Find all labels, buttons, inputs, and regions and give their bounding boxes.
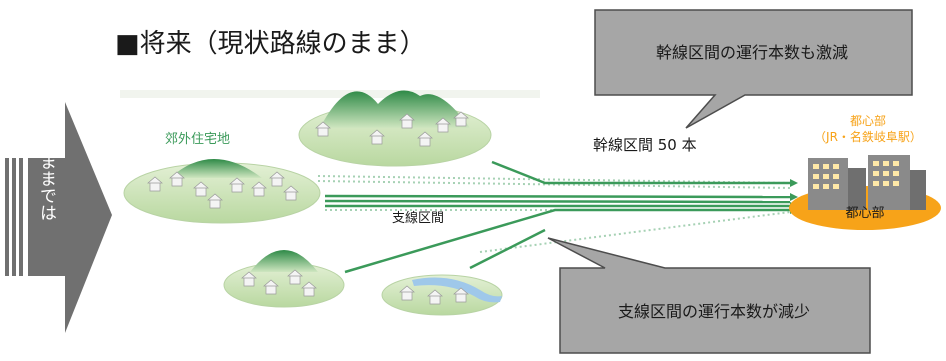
branch-label: 支線区間 [392,210,444,226]
hill-town-lower-left [223,250,345,308]
mountain-shape [320,90,470,128]
building-icons [808,155,926,210]
house-icons [147,171,299,209]
house-icons [241,269,317,297]
hill-town-upper [298,90,492,167]
route-lines [324,160,791,274]
callout-bottom-text: 支線区間の運行本数が減少 [618,302,810,321]
callout-top-text: 幹線区間の運行本数も激減 [656,43,848,62]
page-title: ■将来（現状路線のまま） [115,29,426,59]
river-town [381,274,503,316]
route-line-suburb-2 [324,199,791,204]
route-line-suburb-1 [324,194,791,199]
route-line-river [469,228,546,270]
city-center: 都心部 （JR・名鉄岐阜駅） 都心部 [789,113,941,230]
center-label-line2: （JR・名鉄岐阜駅） [814,129,922,144]
center-label-line1: 都心部 [850,113,886,128]
route-line-lower-left [344,208,790,274]
mountain-shape [170,159,262,178]
house-icons [399,285,469,305]
callout-top: 幹線区間の運行本数も激減 [594,9,913,129]
center-base-label: 都心部 [845,206,884,221]
background-band [120,90,540,98]
right-arrow-shape [28,102,112,333]
mountain-shape [250,250,318,272]
house-icons [315,111,469,147]
river-shape [412,277,502,303]
trunk-label: 幹線区間 50 本 [593,136,697,154]
callout-bottom: 支線区間の運行本数が減少 [547,237,871,354]
side-arrow-label: このままでは [36,119,56,221]
route-line-upper [491,160,790,185]
side-arrow: このままでは [5,102,112,333]
suburb-town: 郊外住宅地 [123,131,321,224]
trunk-dotted-lines [317,175,791,253]
suburb-label: 郊外住宅地 [165,131,230,147]
